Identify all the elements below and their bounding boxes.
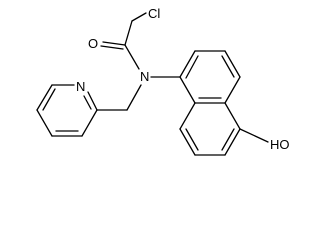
pyridine-bond-c5-c6 — [36, 84, 53, 111]
naph-bond-c3-c4 — [224, 50, 241, 78]
naph-bond-c5-c6-inner — [221, 128, 235, 151]
chlorine-label: Cl — [148, 6, 160, 21]
naph-bond-c5-c6 — [224, 128, 241, 156]
pyridine-bond-c4-c5 — [36, 109, 53, 137]
bond-ch2-carbonyl — [124, 20, 133, 46]
pyridine-bond-c2-c3 — [81, 109, 98, 137]
naph-bond-c1-c2-inner — [185, 55, 199, 79]
bond-cl-ch2 — [131, 12, 147, 22]
pyridine-bond-c5-c6-inner — [42, 88, 56, 111]
bond-c5-oh — [239, 128, 269, 143]
naph-bond-c7-c8 — [179, 128, 196, 156]
chemical-structure-diagram: Cl O N N HO — [36, 6, 290, 156]
naphthalene-ring — [179, 50, 269, 156]
bond-n-ch2 — [126, 84, 142, 111]
amide-nitrogen-label: N — [140, 69, 149, 84]
naph-bond-c8-c8a — [179, 102, 196, 130]
amide-nitrogen-bonds — [96, 76, 181, 111]
naph-bond-c1-c2 — [179, 50, 196, 78]
naph-bond-c4a-c5 — [224, 102, 241, 130]
carbonyl-oxygen-label: O — [88, 36, 98, 51]
naph-bond-c7-c8-inner — [185, 128, 199, 151]
bond-carbonyl-o — [102, 41, 126, 46]
bond-carbonyl-n — [124, 44, 140, 70]
naph-bond-c4-c4a — [224, 76, 241, 104]
naph-bond-c3-c4-inner — [221, 55, 235, 78]
pyridine-bond-n-c2-inner — [83, 95, 92, 110]
hydroxyl-label: HO — [270, 137, 290, 152]
pyridine-bond-n-c2 — [87, 91, 98, 111]
pyridine-nitrogen-label: N — [76, 79, 85, 94]
naph-bond-c8a-c1 — [179, 76, 196, 104]
chloroacetyl-group — [100, 12, 147, 70]
pyridine-ring — [36, 84, 98, 137]
bond-carbonyl-o-double — [100, 45, 124, 50]
